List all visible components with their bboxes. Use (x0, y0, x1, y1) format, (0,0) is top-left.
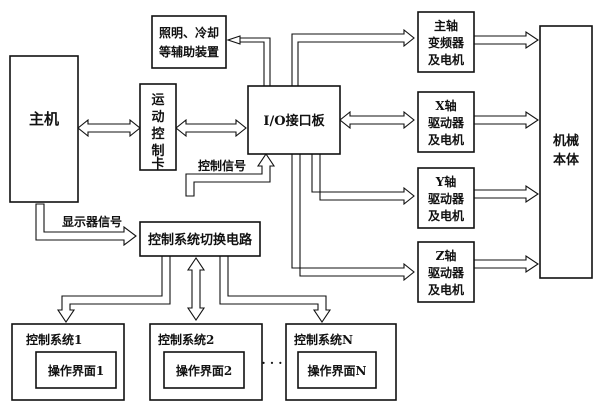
machine-box (539, 25, 593, 279)
y-drive-label-line1: Y轴 (435, 174, 457, 189)
system1-title: 控制系统1 (26, 332, 82, 347)
arrow-switch-system1 (56, 255, 171, 323)
system2-ui-box (163, 351, 245, 389)
arrow-io-zdrive (291, 153, 415, 282)
aux-label-line1: 照明、冷却 (159, 25, 219, 40)
io-board-box (247, 85, 341, 155)
motion-card-char-5: 卡 (151, 156, 164, 172)
control-signal-label: 控制信号 (198, 158, 246, 173)
z-drive-label-line2: 驱动器 (428, 266, 465, 280)
arrow-zdrive-machine (473, 254, 539, 274)
z-drive-label-line1: Z轴 (436, 248, 457, 263)
boxes (9, 11, 593, 401)
system1-ui-box (35, 351, 117, 389)
system2-title: 控制系统2 (158, 332, 214, 347)
display-signal-label: 显示器信号 (62, 214, 122, 229)
motion-card-char-2: 动 (151, 110, 164, 125)
systemN-ui-label: 操作界面N (308, 363, 367, 378)
spindle-box (417, 11, 475, 73)
z-drive-box (417, 241, 475, 303)
switch-circuit-box (139, 221, 261, 257)
arrow-ydrive-machine (473, 184, 539, 204)
ellipsis: · · · (262, 356, 283, 370)
arrow-io-ydrive (311, 153, 415, 206)
host-label: 主机 (29, 110, 59, 128)
motion-card-char-3: 控 (151, 126, 164, 142)
spindle-label-line1: 主轴 (434, 18, 458, 33)
y-drive-label-line2: 驱动器 (428, 192, 465, 206)
switch-circuit-label: 控制系统切换电路 (148, 232, 253, 248)
x-drive-box (417, 91, 475, 153)
system1-ui-label: 操作界面1 (48, 363, 104, 378)
system2-ui-label: 操作界面2 (176, 363, 232, 378)
arrow-motioncard-io (175, 118, 247, 138)
arrow-display-signal (35, 203, 137, 247)
machine-label-line2: 本体 (553, 152, 580, 168)
arrow-switch-system2 (186, 257, 206, 321)
motion-card-char-1: 运 (151, 93, 164, 108)
arrow-io-spindle (291, 28, 415, 87)
y-drive-box (417, 167, 475, 229)
arrow-io-aux (226, 35, 271, 87)
aux-box (151, 15, 227, 69)
arrow-host-motioncard (77, 118, 141, 138)
aux-label-line2: 等辅助装置 (158, 44, 219, 59)
host-box (9, 55, 79, 203)
spindle-label-line3: 及电机 (428, 52, 464, 67)
arrows (35, 28, 539, 323)
x-drive-label-line1: X轴 (435, 98, 456, 113)
systemN-title: 控制系统N (294, 332, 353, 347)
labels: 主机 运 动 控 制 卡 I/O接口板 照明、冷却 等辅助装置 主轴 变频器 及… (26, 18, 580, 378)
machine-label-line1: 机械 (553, 133, 579, 149)
io-board-label: I/O接口板 (263, 113, 325, 129)
x-drive-label-line2: 驱动器 (428, 116, 465, 130)
arrow-xdrive-machine (473, 110, 539, 130)
arrow-switch-systemN (219, 255, 332, 323)
z-drive-label-line3: 及电机 (428, 282, 464, 297)
arrow-control-signal (185, 153, 276, 197)
motion-card-box (139, 83, 177, 171)
x-drive-label-line3: 及电机 (428, 132, 464, 147)
y-drive-label-line3: 及电机 (428, 208, 464, 223)
motion-card-char-4: 制 (151, 143, 164, 159)
systemN-ui-box (297, 351, 377, 389)
arrow-io-xdrive (339, 110, 415, 130)
arrow-spindle-machine (473, 30, 539, 50)
spindle-label-line2: 变频器 (428, 35, 465, 50)
